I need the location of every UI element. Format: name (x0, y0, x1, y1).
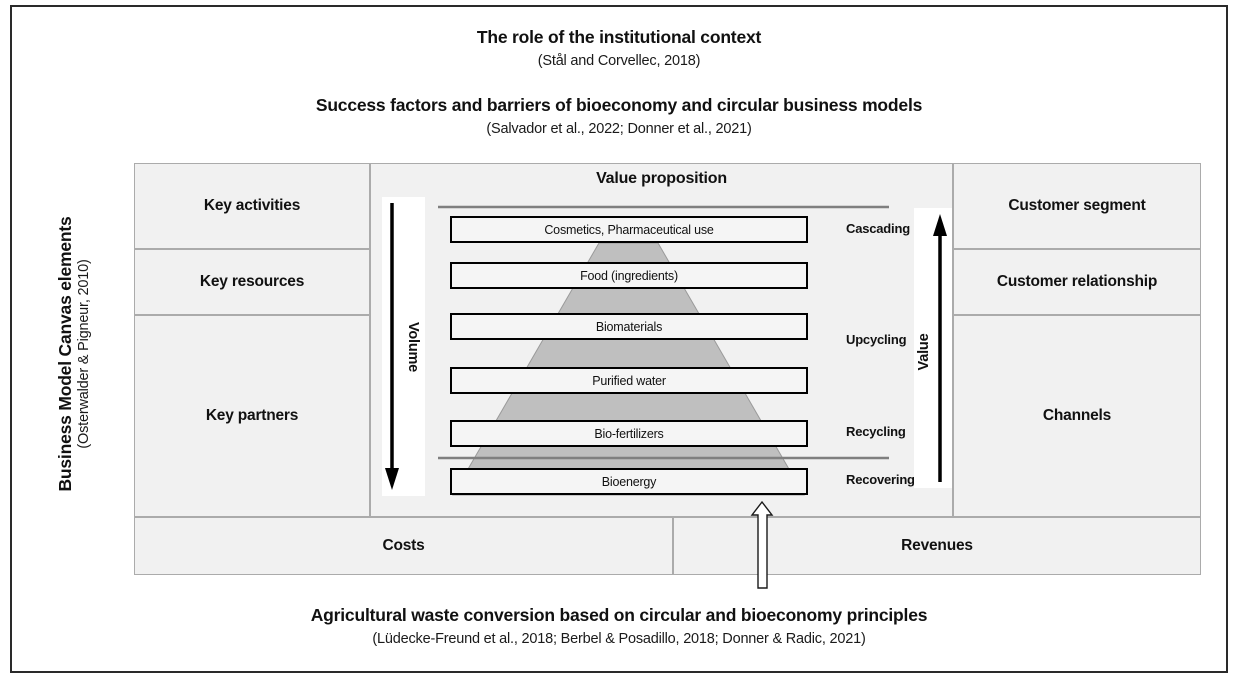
cell-costs-label: Costs (382, 537, 425, 554)
value-axis-label: Value (916, 333, 932, 371)
banner-agri-waste-citation: (Lüdecke-Freund et al., 2018; Berbel & P… (372, 631, 866, 647)
pyramid-bar-bioenergy: Bioenergy (450, 468, 808, 495)
waste-input-block-arrow-icon (750, 500, 774, 589)
cell-customer-relationship-label: Customer relationship (996, 273, 1158, 290)
banner-institutional-citation: (Stål and Corvellec, 2018) (537, 53, 701, 69)
cell-key-partners: Key partners (134, 315, 370, 517)
cell-key-resources: Key resources (134, 249, 370, 315)
cell-value-proposition: Value proposition Cosmetics, Pharmaceuti… (370, 163, 953, 517)
cell-customer-segment: Customer segment (953, 163, 1201, 249)
volume-axis: Volume (382, 197, 425, 496)
side-label-title: Business Model Canvas elements (55, 216, 75, 492)
volume-axis-label: Volume (405, 321, 421, 373)
banner-success-factors-title: Success factors and barriers of bioecono… (315, 95, 923, 115)
stage-label-recovering: Recovering (846, 472, 915, 487)
cell-key-partners-label: Key partners (205, 407, 299, 424)
pyramid-bar-food: Food (ingredients) (450, 262, 808, 289)
pyramid-bar-purified-water: Purified water (450, 367, 808, 394)
cell-channels-label: Channels (1042, 407, 1112, 424)
value-axis: Value (914, 208, 952, 488)
banner-institutional-title: The role of the institutional context (476, 27, 762, 47)
cell-channels: Channels (953, 315, 1201, 517)
value-proposition-title: Value proposition (596, 170, 727, 187)
cell-revenues-label: Revenues (901, 537, 973, 554)
figure-frame: The role of the institutional context (S… (10, 5, 1228, 673)
cell-customer-relationship: Customer relationship (953, 249, 1201, 315)
value-up-arrow-icon (933, 214, 947, 482)
cell-customer-segment-label: Customer segment (1008, 197, 1146, 214)
cell-costs: Costs (134, 517, 673, 575)
stage-label-upcycling: Upcycling (846, 332, 907, 347)
pyramid-bar-bio-fertilizers: Bio-fertilizers (450, 420, 808, 447)
banner-agri-waste-title: Agricultural waste conversion based on c… (310, 605, 928, 625)
volume-down-arrow-icon (385, 203, 399, 490)
side-label-bmc: Business Model Canvas elements (Osterwal… (55, 144, 119, 564)
banner-success-factors-citation: (Salvador et al., 2022; Donner et al., 2… (486, 121, 752, 137)
pyramid-bar-cosmetics: Cosmetics, Pharmaceutical use (450, 216, 808, 243)
bmc-table: Key activities Key resources Key partner… (134, 163, 1201, 589)
stage-label-cascading: Cascading (846, 221, 910, 236)
stage-label-recycling: Recycling (846, 424, 906, 439)
cell-key-activities-label: Key activities (203, 197, 301, 214)
cell-key-activities: Key activities (134, 163, 370, 249)
cell-key-resources-label: Key resources (199, 273, 305, 290)
side-label-citation: (Osterwalder & Pigneur, 2010) (76, 259, 92, 449)
pyramid-bar-biomaterials: Biomaterials (450, 313, 808, 340)
